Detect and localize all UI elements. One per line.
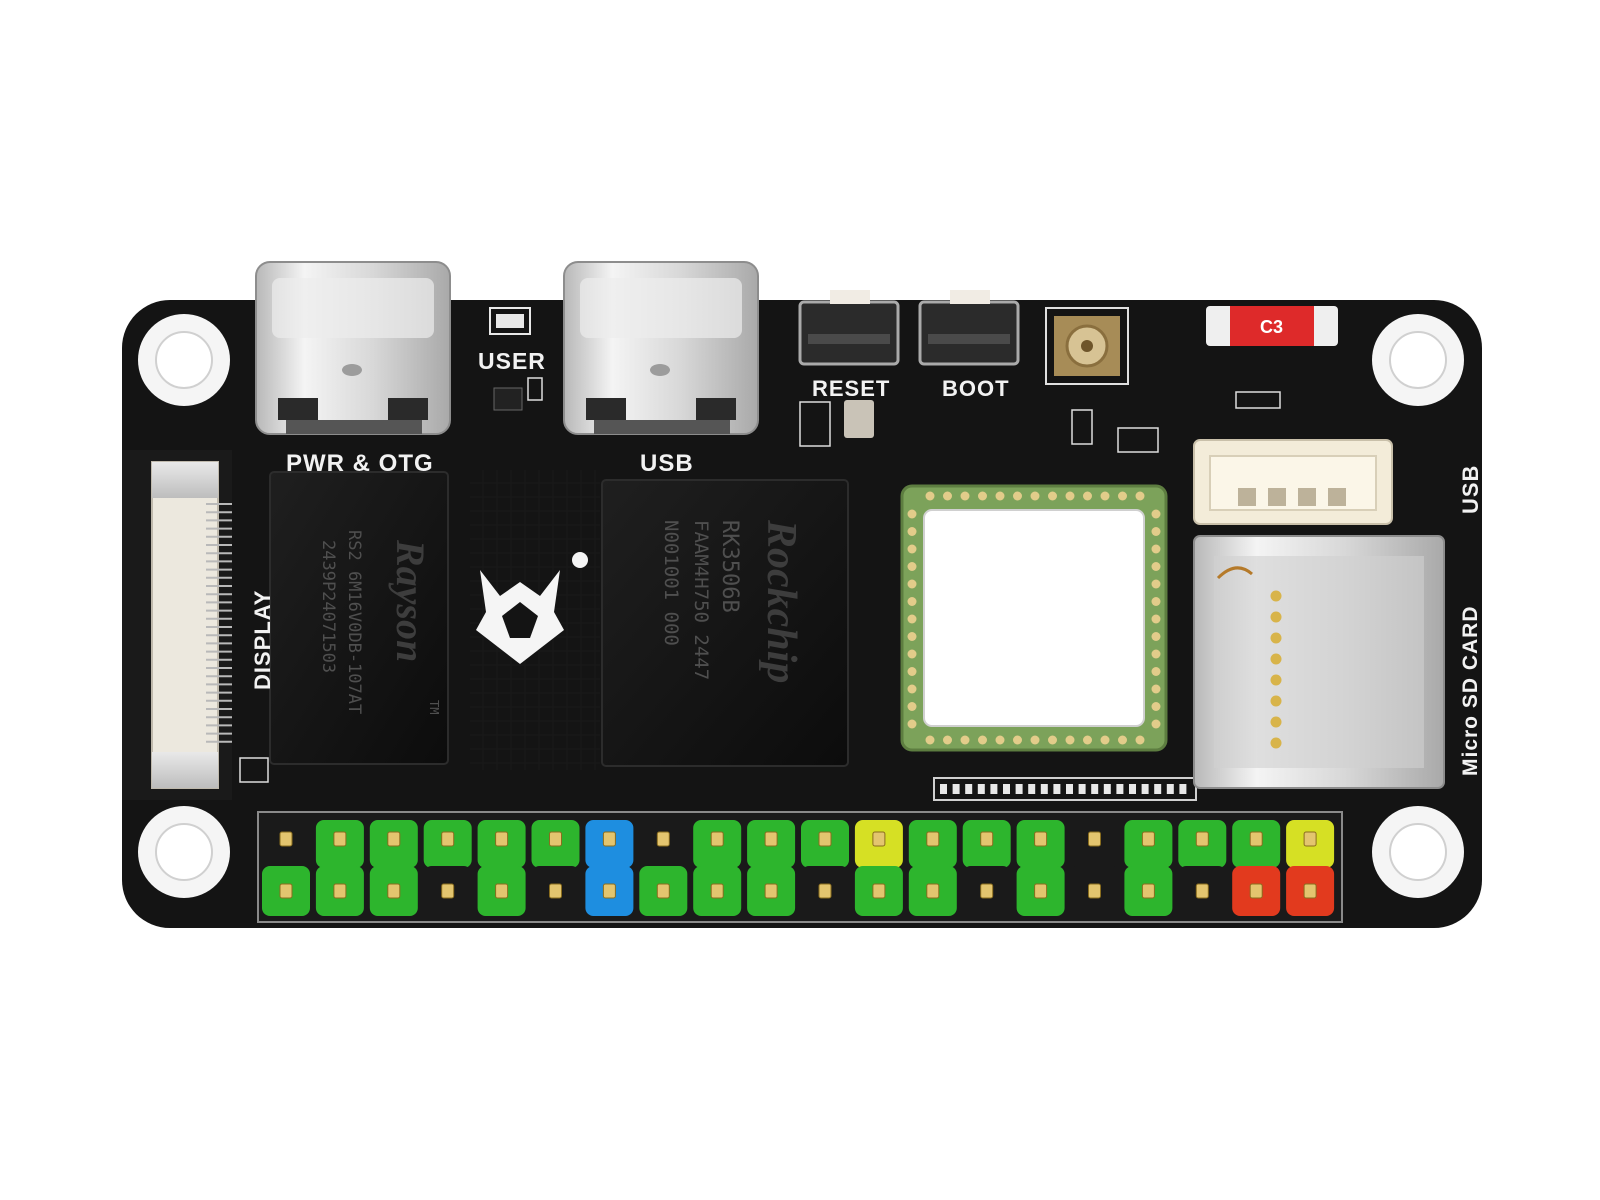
micro-sd-card-slot[interactable] (1193, 535, 1445, 789)
user-label: USER (478, 348, 546, 374)
soc-brand: Rockchip (758, 520, 804, 684)
mounting-hole-bottom-right (1372, 806, 1464, 898)
fox-logo (476, 552, 588, 664)
reset-button-switch[interactable] (798, 290, 900, 366)
ram-tm: TM (427, 700, 441, 715)
soc-line3: N001001 000 (660, 520, 682, 646)
micro-sd-label: Micro SD CARD (1459, 605, 1482, 776)
boot-button-switch[interactable] (918, 290, 1020, 366)
ram-brand: Rayson (388, 540, 433, 663)
usb-c-usb-port[interactable] (563, 261, 759, 435)
display-label: DISPLAY (250, 589, 275, 690)
soc-chip (601, 479, 849, 767)
ram-chip (269, 471, 449, 765)
small-pad (239, 757, 269, 783)
soc-line2: FAAM4H750 2447 (690, 520, 712, 681)
gpio-header[interactable] (257, 811, 1343, 923)
reset-label: RESET (812, 376, 891, 401)
antenna-connector[interactable] (1045, 307, 1129, 385)
display-fpc-connector[interactable] (122, 450, 232, 800)
soc-line1: RK3506B (717, 520, 742, 613)
usb-c-pwr-otg-port[interactable] (255, 261, 451, 435)
user-led (489, 307, 543, 411)
usb-top-label: USB (640, 450, 694, 477)
c3-label: C3 (1260, 317, 1284, 337)
boot-label: BOOT (942, 376, 1010, 401)
small-components (799, 391, 1281, 453)
pwr-otg-label: PWR & OTG (286, 450, 434, 477)
usb-side-label: USB (1458, 464, 1483, 514)
ram-line1: RS2 6M16V0DB-107AT (344, 530, 364, 715)
wifi-module (900, 484, 1168, 752)
ram-line2: 2439P24071503 (318, 540, 338, 674)
mounting-hole-bottom-left (138, 806, 230, 898)
usb-jst-connector[interactable] (1193, 439, 1393, 525)
c3-component (1206, 306, 1338, 346)
test-pad-row (933, 777, 1197, 801)
mounting-hole-top-right (1372, 314, 1464, 406)
mounting-hole-top-left (138, 314, 230, 406)
